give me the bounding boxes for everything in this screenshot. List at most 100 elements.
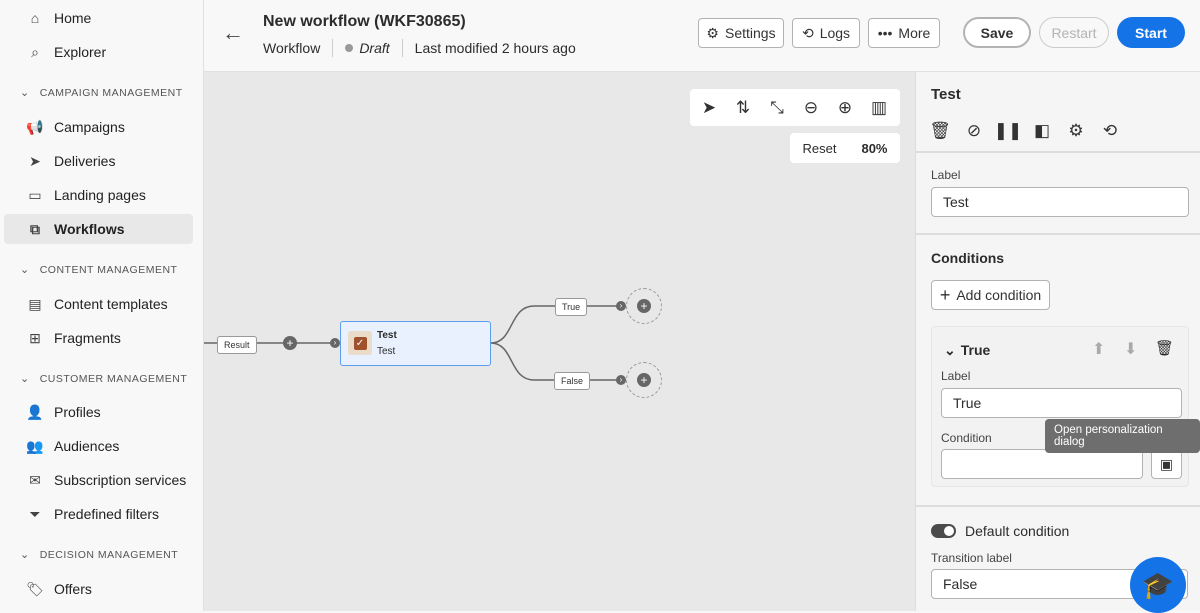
label: Settings xyxy=(724,25,776,41)
last-modified: Last modified 2 hours ago xyxy=(414,40,576,56)
flip-icon[interactable]: ⇅ xyxy=(735,97,751,117)
test-activity-icon: ✓ xyxy=(353,336,367,350)
condition-expression-input[interactable] xyxy=(941,449,1143,479)
reset-button[interactable]: Reset xyxy=(802,140,837,156)
sidebar-item-predefined-filters[interactable]: ⏷Predefined filters xyxy=(4,499,193,529)
settings-button[interactable]: ⚙ Settings xyxy=(698,18,784,48)
disable-icon[interactable]: ⊘ xyxy=(966,121,982,140)
restart-button[interactable]: Restart xyxy=(1039,17,1109,48)
section-customer-management[interactable]: ⌄CUSTOMER MANAGEMENT xyxy=(20,372,187,386)
pointer-icon[interactable]: ➤ xyxy=(701,97,717,117)
map-icon[interactable]: ▥ xyxy=(870,97,888,117)
save-button[interactable]: Save xyxy=(963,17,1031,48)
label: Add condition xyxy=(956,287,1042,303)
label: Logs xyxy=(819,25,851,41)
false-tag[interactable]: False xyxy=(554,372,591,390)
sidebar-item-profiles[interactable]: 👤 Profiles xyxy=(4,397,193,427)
offer-icon: 🏷 xyxy=(26,580,44,597)
gear-icon: ⚙ xyxy=(706,24,719,41)
label: Home xyxy=(54,10,92,26)
delete-condition-icon[interactable]: 🗑 xyxy=(1155,340,1175,357)
start-button[interactable]: Start xyxy=(1117,17,1185,48)
conditions-heading: Conditions xyxy=(931,250,1005,266)
megaphone-icon: 📢 xyxy=(26,118,44,135)
label: Profiles xyxy=(54,404,101,420)
label: DECISION MANAGEMENT xyxy=(39,548,179,561)
send-icon: ➤ xyxy=(29,152,41,169)
personalization-icon: ▣ xyxy=(1159,455,1174,472)
default-condition-toggle[interactable] xyxy=(931,524,956,538)
chevron-right-icon: › xyxy=(616,301,626,311)
logs-button[interactable]: ⟲ Logs xyxy=(792,18,860,48)
condition-name: True xyxy=(960,342,991,358)
add-node-icon[interactable]: + xyxy=(637,373,651,387)
transition-label-label: Transition label xyxy=(931,551,1012,565)
user-icon: 👤 xyxy=(26,403,44,420)
label: Offers xyxy=(54,581,92,597)
add-placeholder[interactable] xyxy=(626,362,662,398)
sidebar-item-content-templates[interactable]: ▤ Content templates xyxy=(4,289,193,319)
add-condition-button[interactable]: +Add condition xyxy=(931,280,1050,310)
label: Audiences xyxy=(54,438,120,454)
workflow-icon: ⧉ xyxy=(30,220,40,237)
template-icon: ▤ xyxy=(28,295,42,312)
workflow-type: Workflow xyxy=(263,40,321,56)
label: Subscription services xyxy=(54,472,187,488)
workflow-canvas[interactable]: ➤ ⇅ ⤡ ⊖ ⊕ ▥ Reset 80% Result + › ✓ Test … xyxy=(204,72,915,611)
add-node-icon[interactable]: + xyxy=(283,336,297,350)
condition-expression-label: Condition xyxy=(941,431,992,445)
connectors xyxy=(204,305,624,381)
copy-icon[interactable]: ◧ xyxy=(1033,121,1051,140)
graduation-cap-icon: 🎓 xyxy=(1141,569,1175,600)
personalization-dialog-button[interactable]: ▣ xyxy=(1151,449,1182,479)
zoom-in-icon[interactable]: ⊕ xyxy=(837,97,853,117)
delete-icon[interactable]: 🗑 xyxy=(929,121,951,140)
chevron-down-icon[interactable]: ⌄ xyxy=(944,342,956,358)
zoom-level: 80% xyxy=(861,140,888,156)
tooltip: Open personalization dialog xyxy=(1045,419,1200,453)
result-tag[interactable]: Result xyxy=(217,336,257,354)
pause-icon[interactable]: ❚❚ xyxy=(993,121,1023,140)
add-node-icon[interactable]: + xyxy=(637,299,651,313)
back-arrow-icon[interactable]: ← xyxy=(222,20,244,45)
section-content-management[interactable]: ⌄CONTENT MANAGEMENT xyxy=(20,263,177,277)
sidebar-item-home[interactable]: ⌂Home xyxy=(4,3,193,33)
sidebar-item-campaigns[interactable]: 📢Campaigns xyxy=(4,112,193,142)
move-down-icon[interactable]: ⬇ xyxy=(1124,341,1138,358)
learn-button[interactable]: 🎓 xyxy=(1130,557,1186,613)
chevron-down-icon: ⌄ xyxy=(20,373,30,385)
sidebar-item-subscription-services[interactable]: ✉Subscription services xyxy=(4,465,193,495)
section-campaign-management[interactable]: ⌄CAMPAIGN MANAGEMENT xyxy=(20,86,183,100)
sidebar-item-offers[interactable]: 🏷 Offers xyxy=(4,574,193,604)
sidebar-item-explorer[interactable]: ⌕Explorer xyxy=(4,37,193,67)
page-icon: ▭ xyxy=(28,186,42,203)
history-icon[interactable]: ⟲ xyxy=(1102,121,1118,140)
move-up-icon[interactable]: ⬆ xyxy=(1092,341,1106,358)
audience-icon: 👥 xyxy=(26,437,44,454)
chevron-down-icon: ⌄ xyxy=(20,264,30,276)
filter-icon: ⏷ xyxy=(29,505,41,522)
zoom-out-icon[interactable]: ⊖ xyxy=(803,97,819,117)
more-button[interactable]: •••More xyxy=(868,18,940,48)
settings-icon[interactable]: ⚙ xyxy=(1068,121,1084,140)
collapse-icon[interactable]: ⤡ xyxy=(770,97,784,117)
label-input[interactable]: Test xyxy=(931,187,1189,217)
node-subtitle: Test xyxy=(377,346,396,357)
add-placeholder[interactable] xyxy=(626,288,662,324)
sidebar-item-audiences[interactable]: 👥 Audiences xyxy=(4,431,193,461)
fragment-icon: ⊞ xyxy=(29,329,41,346)
sidebar-item-fragments[interactable]: ⊞Fragments xyxy=(4,323,193,353)
history-icon: ⟲ xyxy=(801,24,814,41)
label: Content templates xyxy=(54,296,168,312)
more-icon: ••• xyxy=(877,25,893,41)
test-activity-node[interactable]: ✓ Test Test xyxy=(340,321,491,366)
sidebar-item-workflows[interactable]: ⧉Workflows xyxy=(4,214,193,244)
chevron-down-icon: ⌄ xyxy=(20,87,30,99)
chevron-down-icon: ⌄ xyxy=(20,549,30,561)
condition-label-input[interactable]: True xyxy=(941,388,1182,418)
true-tag[interactable]: True xyxy=(555,298,588,316)
sidebar-item-deliveries[interactable]: ➤Deliveries xyxy=(4,146,193,176)
section-decision-management[interactable]: ⌄ DECISION MANAGEMENT xyxy=(20,548,179,562)
sidebar-item-landing-pages[interactable]: ▭Landing pages xyxy=(4,180,193,210)
status-dot-icon xyxy=(345,44,354,52)
